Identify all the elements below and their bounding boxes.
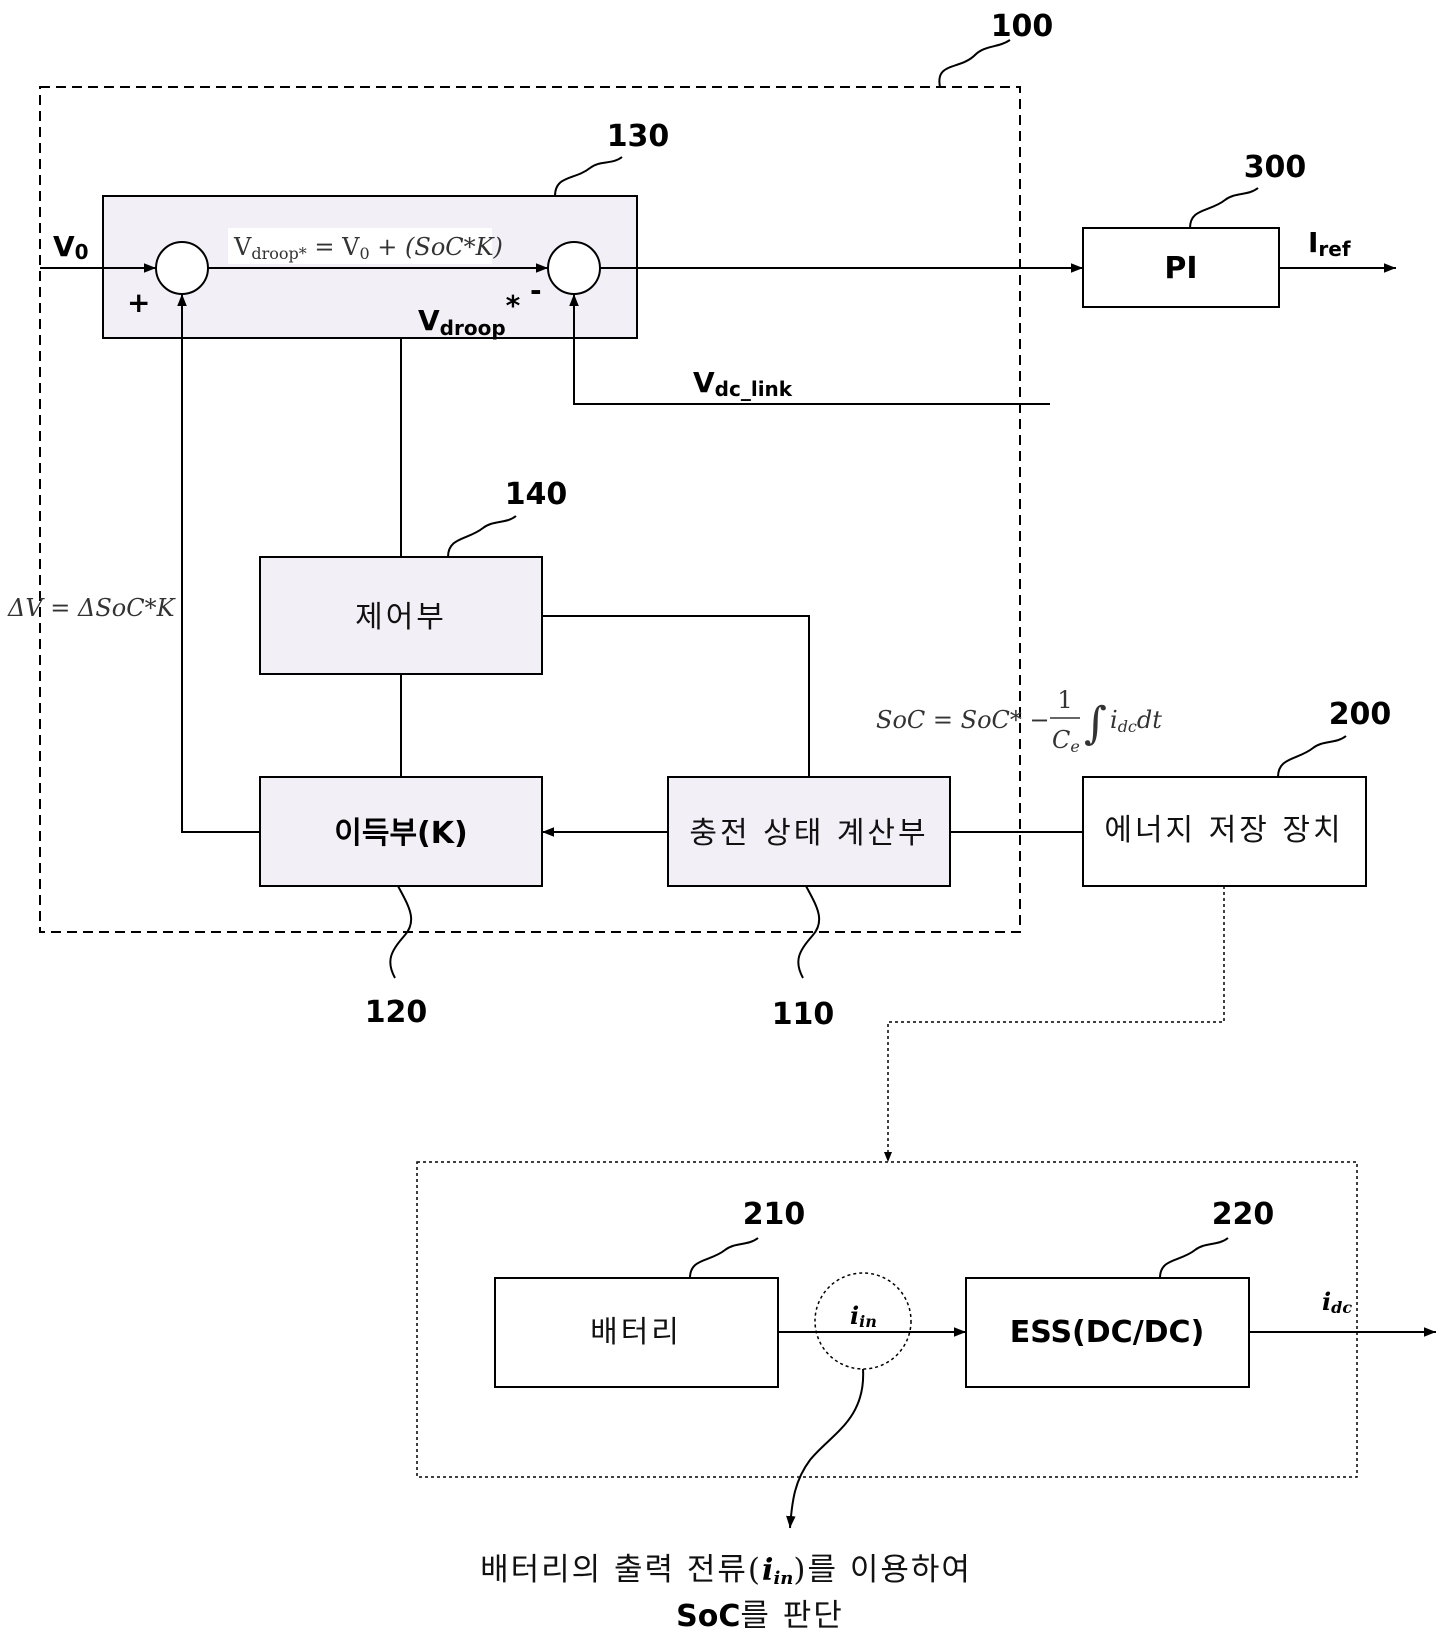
soc-equation-lhs: SoC = SoC* − <box>876 706 1050 734</box>
iref-label: Iref <box>1308 226 1351 261</box>
ref-120: 120 <box>365 995 428 1030</box>
ref-140: 140 <box>505 477 568 512</box>
energy-storage-label: 에너지 저장 장치 <box>1104 813 1343 848</box>
leader-120 <box>389 885 413 979</box>
ref-210: 210 <box>743 1197 806 1232</box>
leader-300 <box>1189 187 1259 229</box>
controller-frame-100 <box>39 86 1021 933</box>
vdc-link-label: Vdc_link <box>693 366 793 401</box>
plus-sign: + <box>127 286 150 319</box>
soc-equation-den: Ce <box>1052 726 1080 756</box>
iin-measure-circle <box>814 1272 912 1370</box>
leader-210 <box>689 1237 759 1279</box>
soc-integral: ∫ <box>1084 698 1107 749</box>
ref-200: 200 <box>1329 697 1392 732</box>
leader-110 <box>797 885 821 979</box>
delta-v-equation: ΔV = ΔSoC*K <box>7 594 177 622</box>
leader-200 <box>1277 735 1347 778</box>
ess-label: ESS(DC/DC) <box>1010 1315 1205 1350</box>
soc-calc-label: 충전 상태 계산부 <box>689 816 928 851</box>
ref-100: 100 <box>991 9 1054 44</box>
gain-feedback-line <box>177 294 260 833</box>
pi-label: PI <box>1164 251 1197 286</box>
summing-junction-2 <box>547 241 601 295</box>
vdroop-star-label: Vdroop* <box>418 289 521 340</box>
ref-220: 220 <box>1212 1197 1275 1232</box>
leader-140 <box>447 515 517 558</box>
ref-300: 300 <box>1244 150 1307 185</box>
ess-block-220 <box>965 1277 1250 1388</box>
droop-equation-bg <box>228 228 492 264</box>
battery-block-210 <box>494 1277 779 1388</box>
droop-equation: Vdroop* = V0 + (SoC*K) <box>233 233 503 263</box>
summing-junction-1 <box>155 241 209 295</box>
controller-label: 제어부 <box>355 600 447 635</box>
idc-label: idc <box>1322 1287 1352 1317</box>
soc-equation-num: 1 <box>1057 686 1072 714</box>
vdc-link-feedback-line <box>569 294 1050 405</box>
note-line-2: SoC를 판단 <box>676 1598 844 1634</box>
ref-130: 130 <box>607 119 670 154</box>
gain-label: 이득부(K) <box>334 816 467 851</box>
iin-note-arrow <box>786 1368 865 1529</box>
leader-130 <box>554 156 623 197</box>
pi-block-300 <box>1082 227 1280 308</box>
leader-100 <box>938 39 1011 88</box>
minus-sign: - <box>530 274 542 307</box>
controller-to-soc-line <box>542 615 810 777</box>
storage-detail-link <box>884 886 1225 1162</box>
ref-110: 110 <box>772 997 835 1032</box>
iin-label: iin <box>850 1301 877 1331</box>
leader-220 <box>1159 1237 1229 1279</box>
soc-equation-tail: idcdt <box>1110 706 1162 736</box>
storage-detail-frame <box>416 1161 1358 1478</box>
v0-label: V0 <box>53 230 89 264</box>
battery-label: 배터리 <box>590 1315 682 1350</box>
note-line-1: 배터리의 출력 전류(iin)를 이용하여 <box>480 1552 972 1589</box>
